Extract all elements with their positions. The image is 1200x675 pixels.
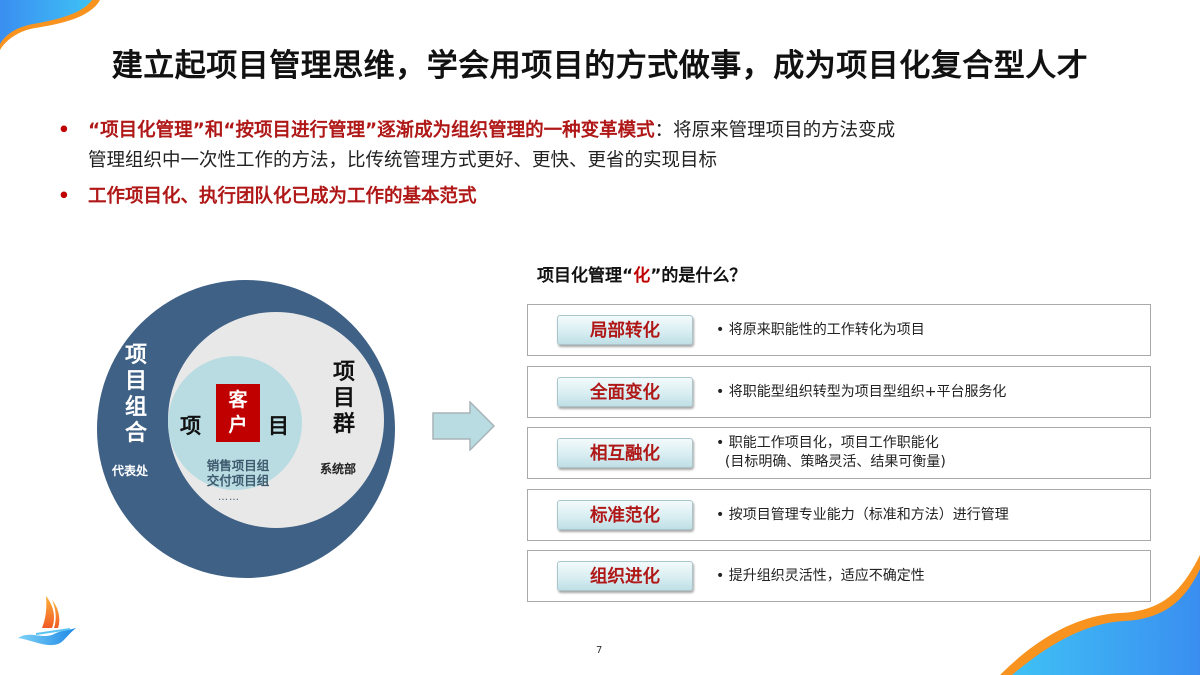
transformation-row-2: 全面变化 • 将职能型组织转型为项目型组织+平台服务化 (527, 366, 1151, 418)
tag-overall-change: 全面变化 (557, 377, 693, 407)
project-label-right: 目 (268, 414, 289, 438)
row-description-line: • 职能工作项目化，项目工作职能化 (716, 435, 939, 451)
row-description: • 按项目管理专业能力（标准和方法）进行管理 (716, 507, 1009, 523)
tag-standardization: 标准范化 (557, 500, 693, 530)
bullet-list: • “项目化管理”和“按项目进行管理”逐渐成为组织管理的一种变革模式：将原来管理… (52, 116, 1152, 212)
sailboat-logo-icon (18, 596, 76, 646)
page-number: 7 (596, 645, 603, 656)
program-label: 项目群 (332, 360, 355, 437)
transformation-row-5: 组织进化 • 提升组织灵活性，适应不确定性 (527, 550, 1151, 602)
corner-decoration-top-left (0, 0, 100, 50)
transformation-row-1: 局部转化 • 将原来职能性的工作转化为项目 (527, 304, 1151, 356)
transformation-row-4: 标准范化 • 按项目管理专业能力（标准和方法）进行管理 (527, 489, 1151, 541)
bullet-item-2: • 工作项目化、执行团队化已成为工作的基本范式 (52, 182, 1152, 212)
bullet-dot: • (58, 120, 70, 141)
row-description: • 提升组织灵活性，适应不确定性 (716, 568, 925, 584)
team-item: 交付项目组 (206, 473, 270, 488)
bullet-emphasis: “项目化管理”和“按项目进行管理”逐渐成为组织管理的一种变革模式 (88, 120, 655, 141)
row-description: • 将原来职能性的工作转化为项目 (716, 322, 925, 338)
customer-box: 客户 (216, 384, 260, 442)
program-sublabel: 系统部 (320, 462, 357, 476)
team-item: 销售项目组 (206, 458, 270, 473)
row-description-line: (目标明确、策略灵活、结果可衡量) (716, 454, 946, 470)
customer-label: 客户 (228, 389, 248, 436)
bullet-text-continued: 管理组织中一次性工作的方法，比传统管理方式更好、更快、更省的实现目标 (88, 150, 718, 171)
bullet-item-1: • “项目化管理”和“按项目进行管理”逐渐成为组织管理的一种变革模式：将原来管理… (52, 116, 1152, 176)
portfolio-sublabel: 代表处 (112, 464, 149, 478)
right-arrow-icon (432, 401, 496, 451)
portfolio-label: 项目组合 (124, 343, 147, 446)
team-more-ellipsis: …… (218, 492, 240, 503)
tag-mutual-fusion: 相互融化 (557, 438, 693, 468)
row-description: • 将职能型组织转型为项目型组织+平台服务化 (716, 384, 1007, 400)
project-label-left: 项 (180, 414, 201, 438)
corner-decoration-bottom-right (1000, 555, 1200, 675)
bullet-emphasis: 工作项目化、执行团队化已成为工作的基本范式 (88, 186, 477, 207)
slide-title: 建立起项目管理思维，学会用项目的方式做事，成为项目化复合型人才 (111, 48, 1089, 84)
panel-title: 项目化管理“化”的是什么？ (537, 261, 746, 286)
transformation-row-3: 相互融化 • 职能工作项目化，项目工作职能化 (目标明确、策略灵活、结果可衡量) (527, 427, 1151, 479)
bullet-colon: ： (654, 120, 674, 141)
tag-organizational-evolution: 组织进化 (557, 561, 693, 591)
team-list: 销售项目组 交付项目组 (190, 458, 286, 488)
panel-title-prefix: 项目化管理“ (537, 266, 634, 286)
bullet-dot: • (58, 186, 70, 207)
tag-local-transformation: 局部转化 (557, 315, 693, 345)
panel-title-suffix: ”的是什么？ (650, 266, 747, 286)
row-description: • 职能工作项目化，项目工作职能化 (目标明确、策略灵活、结果可衡量) (716, 434, 946, 472)
bullet-text: 将原来管理项目的方法变成 (673, 120, 896, 141)
panel-title-highlight: 化 (633, 266, 651, 286)
